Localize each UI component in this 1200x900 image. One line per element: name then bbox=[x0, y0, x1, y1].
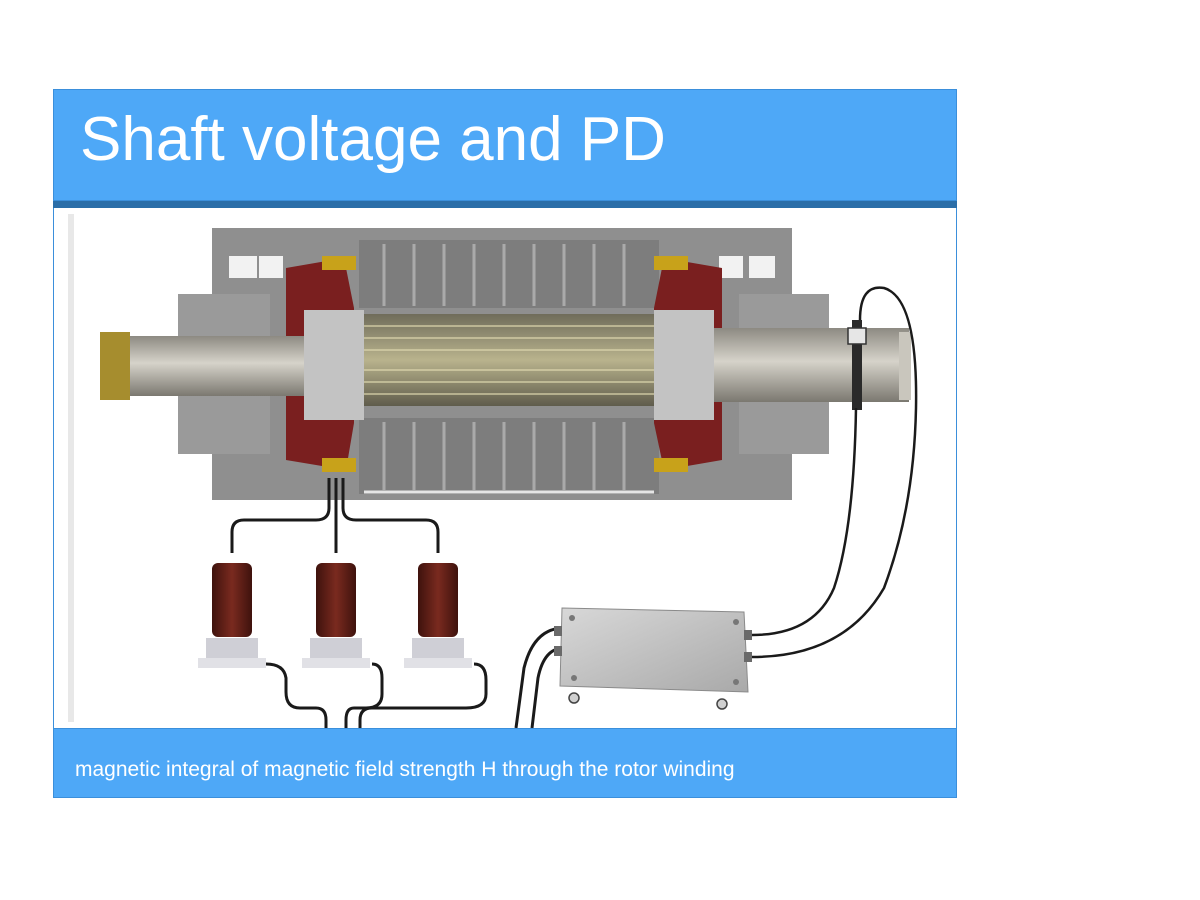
shaft-sensor-icon bbox=[847, 320, 867, 410]
generator-diagram bbox=[68, 214, 918, 728]
cable-icon bbox=[230, 478, 440, 553]
sensor-cables bbox=[751, 286, 918, 659]
bushing-icon-1 bbox=[198, 563, 266, 668]
generator-illustration bbox=[53, 208, 957, 728]
rotor-shaft-icon bbox=[100, 310, 911, 420]
slide: Shaft voltage and PD bbox=[53, 89, 957, 798]
sensor-box-icon bbox=[554, 607, 752, 710]
figure-edge bbox=[68, 214, 74, 722]
slide-caption: magnetic integral of magnetic field stre… bbox=[75, 758, 735, 781]
slide-title: Shaft voltage and PD bbox=[80, 105, 666, 174]
title-divider bbox=[53, 201, 957, 208]
title-bar: Shaft voltage and PD bbox=[53, 89, 957, 201]
bushing-icon-2 bbox=[302, 563, 370, 668]
bushing-icon-3 bbox=[404, 563, 472, 668]
caption-bar: magnetic integral of magnetic field stre… bbox=[53, 728, 957, 798]
